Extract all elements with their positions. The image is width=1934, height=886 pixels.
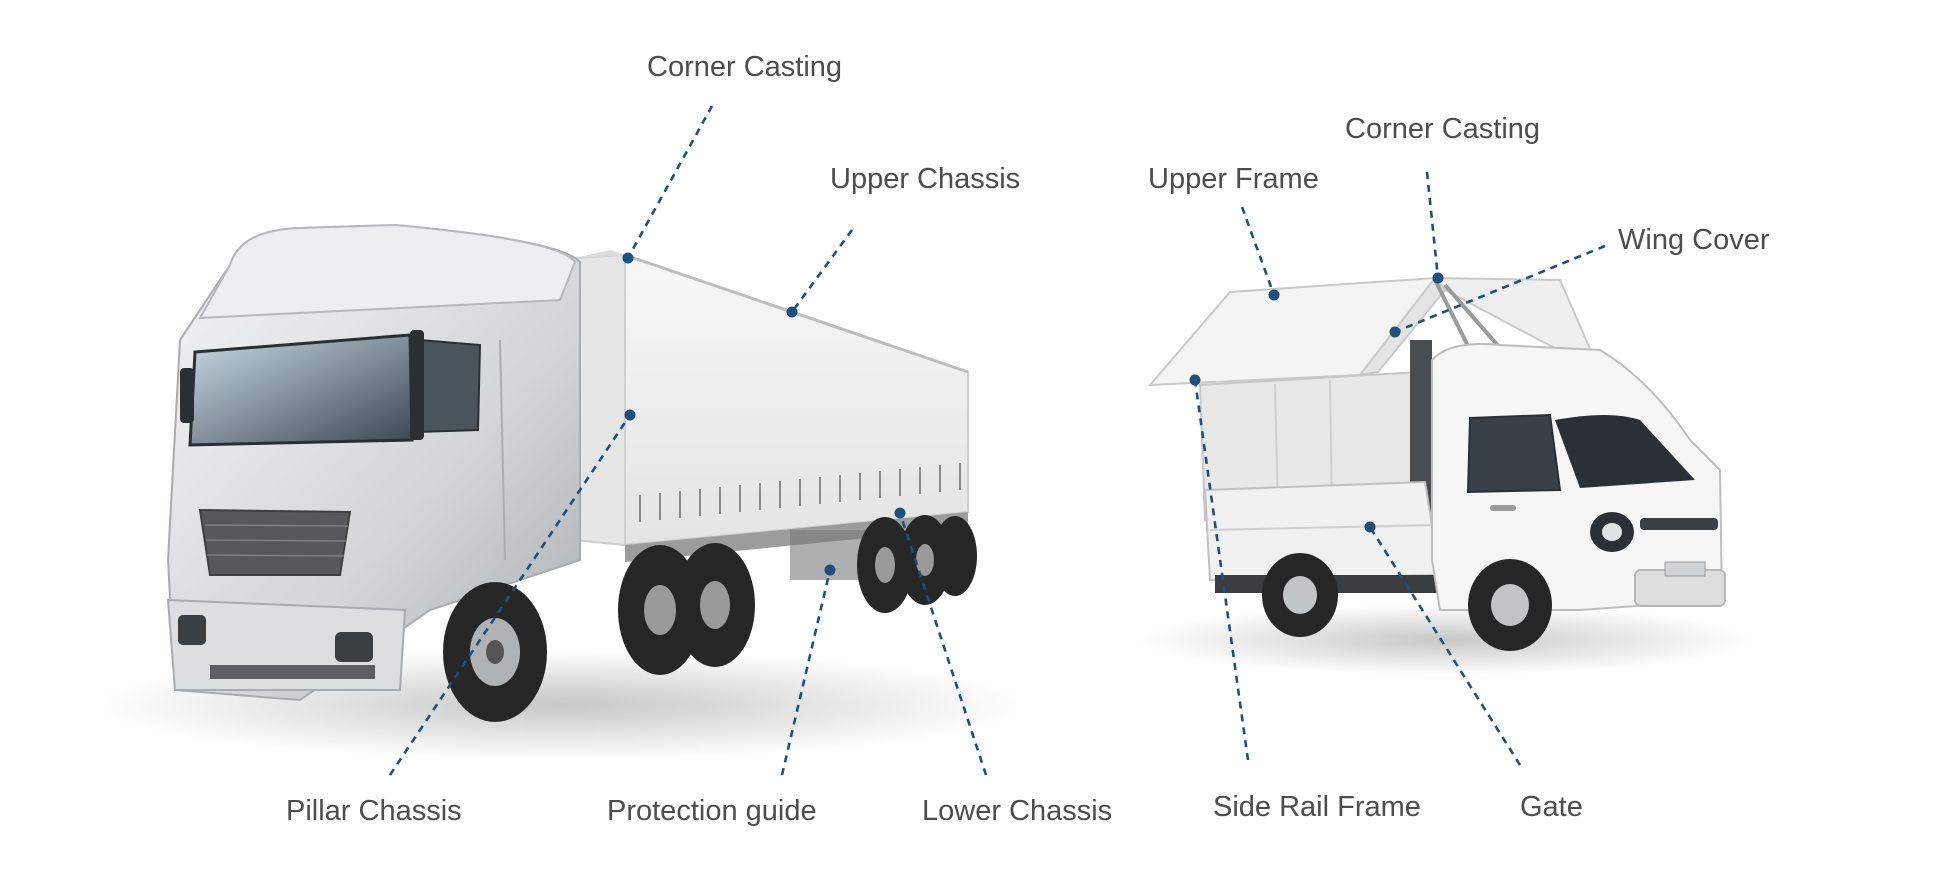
label-gate: Gate: [1520, 791, 1583, 823]
label-side-rail-frame: Side Rail Frame: [1213, 791, 1421, 823]
dot-gate: [1364, 521, 1376, 533]
label-corner-casting-semi: Corner Casting: [647, 51, 843, 83]
callout-leaders: [388, 105, 1606, 776]
wing-truck-cab: [1431, 343, 1726, 611]
dot-corner-casting-wing: [1432, 272, 1444, 284]
label-protection-guide: Protection guide: [607, 795, 817, 827]
dot-side-rail-frame: [1189, 374, 1201, 386]
leader-corner-casting-semi: [626, 105, 714, 259]
semi-tractor-rear-wheels: [618, 543, 755, 675]
dot-upper-frame: [1268, 289, 1280, 301]
leader-protection-guide: [780, 569, 832, 776]
dot-upper-chassis: [786, 306, 798, 318]
label-corner-casting-wing: Corner Casting: [1345, 113, 1541, 145]
wing-truck-wheels: [1262, 553, 1552, 651]
dot-wing-cover: [1389, 326, 1401, 338]
label-upper-frame: Upper Frame: [1148, 163, 1319, 195]
semi-front-wheel: [443, 582, 547, 722]
label-upper-chassis: Upper Chassis: [830, 163, 1021, 195]
dot-pillar-chassis: [624, 409, 636, 421]
label-pillar-chassis: Pillar Chassis: [286, 795, 462, 827]
semi-trailer-wheels: [857, 515, 977, 613]
leader-lower-chassis: [898, 512, 988, 776]
leader-upper-chassis: [790, 229, 854, 313]
leader-gate: [1368, 526, 1522, 766]
semi-trailer-box: [574, 250, 969, 580]
dot-protection-guide: [824, 564, 836, 576]
label-wing-cover: Wing Cover: [1618, 224, 1770, 256]
semi-truck: [90, 223, 1030, 760]
semi-cab: [166, 223, 581, 702]
label-lower-chassis: Lower Chassis: [922, 795, 1113, 827]
leader-upper-frame: [1240, 206, 1276, 296]
leader-corner-casting-wing: [1425, 171, 1440, 279]
dot-corner-casting-semi: [622, 252, 634, 264]
wing-body-truck: [1135, 276, 1755, 675]
dot-lower-chassis: [894, 507, 906, 519]
